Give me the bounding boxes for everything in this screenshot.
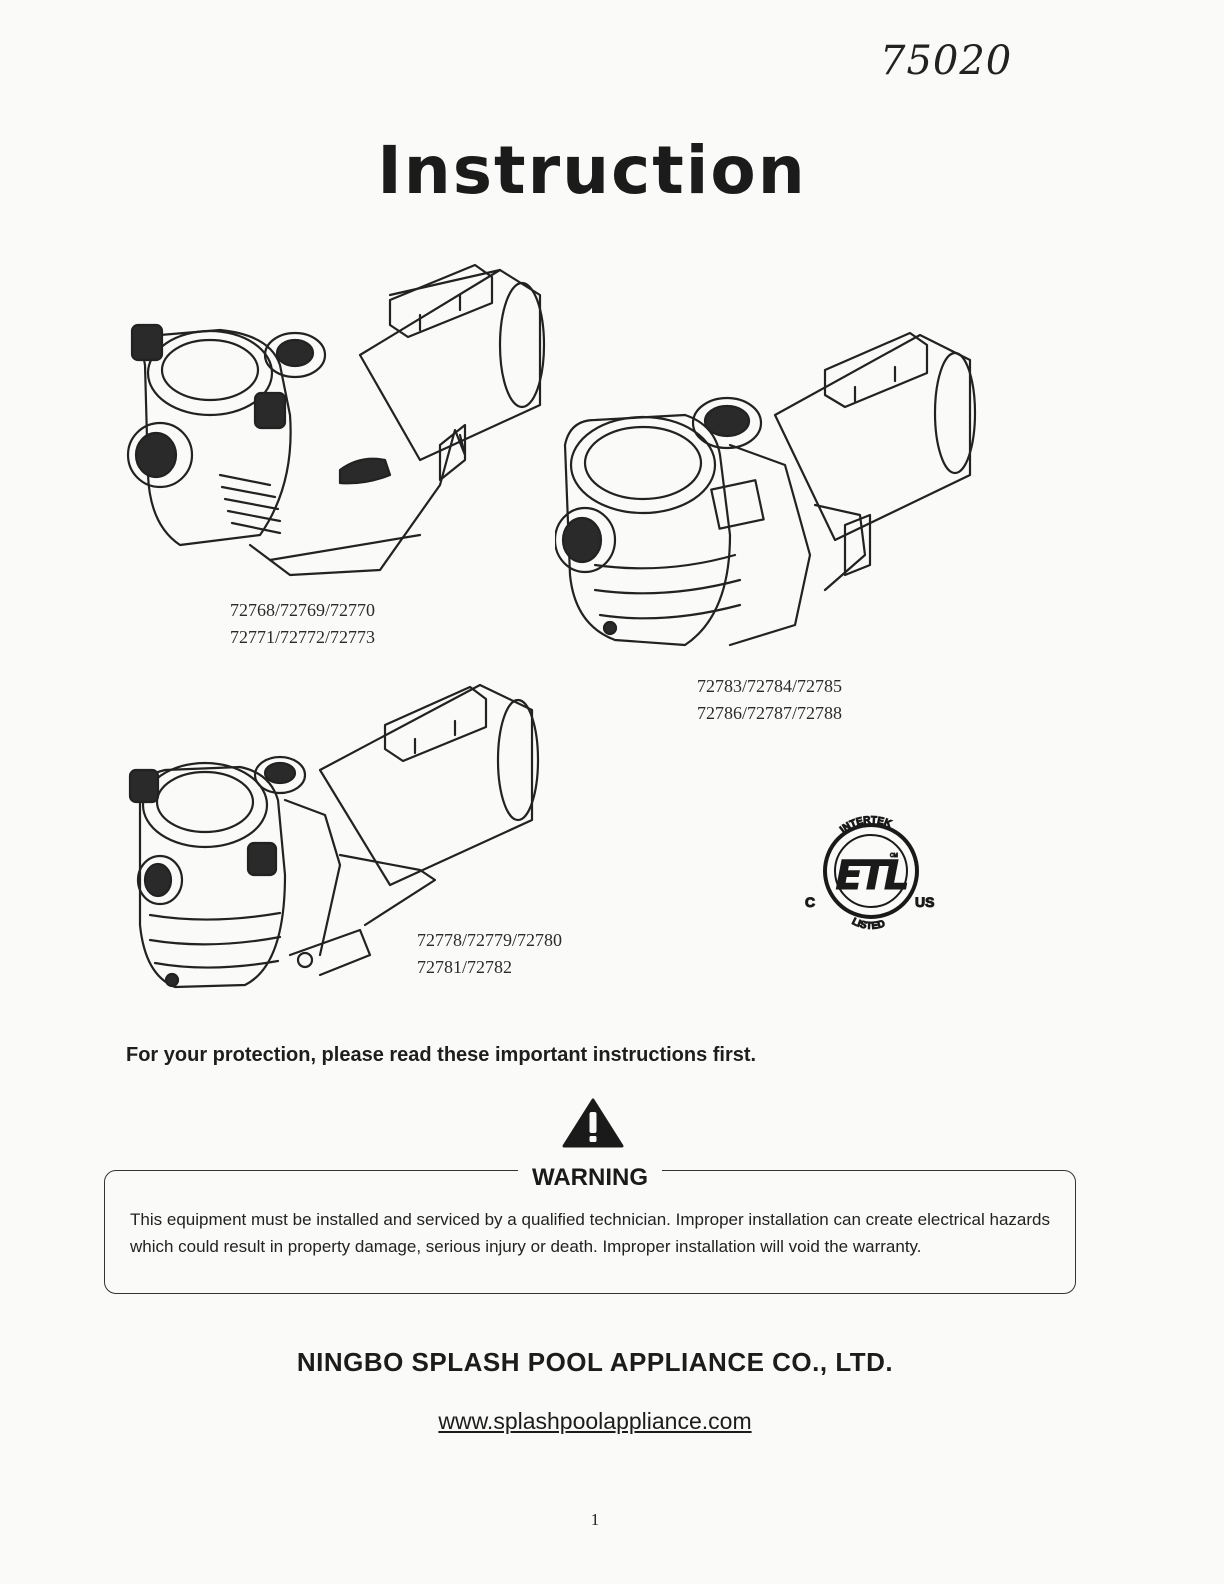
etl-small-text: CM <box>890 853 898 859</box>
company-name: NINGBO SPLASH POOL APPLIANCE CO., LTD. <box>296 1347 894 1377</box>
handwritten-note: 75020 <box>880 38 1013 84</box>
warning-heading: WARNING <box>0 1164 1180 1192</box>
model-line: 72778/72779/72780 <box>417 930 563 950</box>
website-link[interactable]: www.splashpoolappliance.com <box>438 1408 752 1434</box>
model-line: 72783/72784/72785 <box>697 676 843 696</box>
model-line: 72786/72787/72788 <box>697 703 843 723</box>
warning-triangle-icon <box>561 1097 625 1154</box>
etl-left-text: C <box>805 894 815 910</box>
warning-text: This equipment must be installed and ser… <box>130 1210 1050 1256</box>
svg-text:INTERTEK: INTERTEK <box>838 815 894 835</box>
etl-top-text: INTERTEK <box>838 814 895 836</box>
model-numbers-2: 72783/72784/72785 72786/72787/72788 <box>697 673 842 727</box>
etl-right-text: US <box>915 894 934 910</box>
etl-mark-text: ETL <box>835 853 907 899</box>
pump-illustration-3 <box>120 675 560 995</box>
pump-illustration-1 <box>120 255 560 585</box>
page-title: Instruction <box>377 132 807 209</box>
pump-illustration-2 <box>555 325 995 655</box>
warning-heading-text: WARNING <box>518 1164 662 1191</box>
model-line: 72781/72782 <box>417 957 513 977</box>
model-numbers-1: 72768/72769/72770 72771/72772/72773 <box>230 597 375 651</box>
etl-listed-logo: INTERTEK LISTED ETL CM C US <box>795 814 945 935</box>
page-number: 1 <box>590 1510 600 1529</box>
model-numbers-3: 72778/72779/72780 72781/72782 <box>417 927 562 981</box>
model-line: 72768/72769/72770 <box>230 600 376 620</box>
protection-notice: For your protection, please read these i… <box>126 1044 757 1066</box>
model-line: 72771/72772/72773 <box>230 627 376 647</box>
